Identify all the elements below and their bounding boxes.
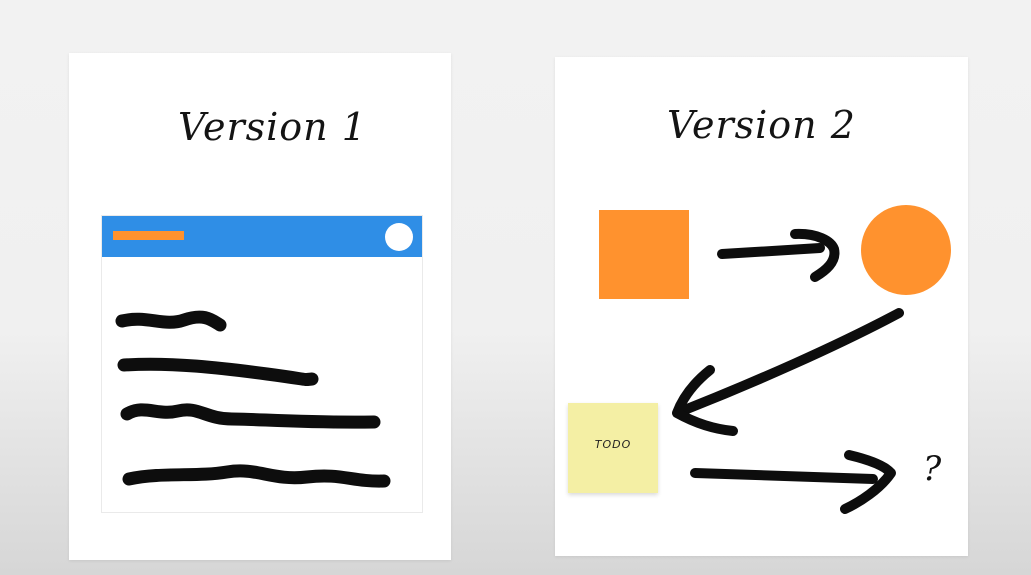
arrows-layer bbox=[672, 228, 904, 514]
orange-circle-icon bbox=[861, 205, 951, 295]
sticky-note-text: TODO bbox=[594, 438, 632, 451]
mock-header-logo-bar bbox=[113, 231, 184, 240]
arrow-head-sticky-to-question bbox=[840, 450, 896, 514]
scribble-line bbox=[115, 310, 227, 332]
arrow-circle-to-sticky bbox=[682, 308, 904, 414]
scribble-lines bbox=[115, 310, 391, 488]
hand-drawn-arrow-icon bbox=[672, 228, 904, 514]
scribble-line bbox=[120, 403, 381, 429]
arrow-head-circle-to-sticky bbox=[672, 365, 738, 436]
scribble-line bbox=[117, 357, 319, 386]
arrow-square-to-circle bbox=[717, 243, 825, 259]
arrow-sticky-to-question bbox=[690, 468, 878, 484]
version-2-title: Version 2 bbox=[667, 103, 856, 147]
version-1-card: Version 1 bbox=[69, 53, 451, 560]
version-1-title: Version 1 bbox=[178, 105, 367, 149]
mock-app-header bbox=[102, 216, 422, 257]
todo-sticky-note: TODO bbox=[568, 403, 658, 493]
browser-window-icon bbox=[102, 216, 422, 512]
scribble-line bbox=[122, 464, 391, 488]
orange-square-icon bbox=[599, 210, 689, 299]
question-mark: ? bbox=[923, 449, 942, 489]
arrow-head-square-to-circle bbox=[790, 228, 840, 282]
profile-dot-icon bbox=[385, 223, 413, 251]
version-2-card: Version 2 TODO ? bbox=[555, 57, 968, 556]
scribble-group bbox=[115, 310, 391, 488]
